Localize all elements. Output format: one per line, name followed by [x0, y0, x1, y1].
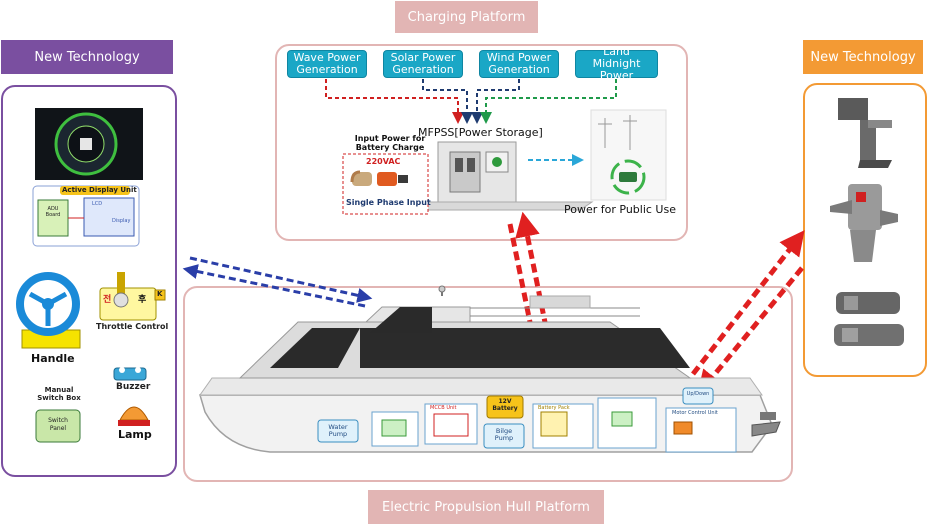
throttle-image: [99, 287, 157, 321]
switch-panel-label: Switch Panel: [48, 417, 68, 432]
bilge-pump-label: Bilge Pump: [494, 427, 514, 442]
water-pump-module: [317, 419, 359, 443]
public-use-label: Power for Public Use: [564, 203, 676, 216]
wave-feed-line: [325, 79, 464, 124]
land-midnight-power-source: Land Midnight Power: [575, 46, 658, 82]
right-panel-graphics: [830, 98, 904, 346]
input-power-title: Input Power for Battery Charge: [354, 134, 426, 152]
lcd-label: LCD: [92, 201, 103, 207]
right-new-technology-banner: New Technology: [803, 40, 923, 74]
handle-label: Handle: [31, 352, 75, 365]
right-new-technology-title: New Technology: [810, 49, 916, 65]
wind-feed-line: [471, 79, 520, 124]
charging-platform-banner: Charging Platform: [395, 1, 538, 33]
adu-board-label: ADU Board: [45, 206, 61, 218]
battery-module: [486, 395, 524, 419]
battery-label: 12V Battery: [492, 398, 518, 412]
outboard-motor-image: [838, 98, 892, 168]
hull-platform-banner: Electric Propulsion Hull Platform: [368, 490, 604, 524]
active-display-unit-label: Active Display Unit: [62, 186, 137, 194]
hull-to-right-arrow-a: [691, 230, 805, 376]
battery-pack-label: Battery Pack: [538, 405, 570, 411]
lamp-label: Lamp: [118, 428, 152, 441]
lamp-image: [119, 406, 149, 421]
throttle-label: Throttle Control: [96, 322, 169, 331]
left-to-hull-arrow-a: [189, 256, 373, 303]
hull-platform-title: Electric Propulsion Hull Platform: [382, 499, 590, 515]
handle-image: [16, 272, 80, 336]
public-use-image: [590, 109, 667, 201]
switch-panel-image: [35, 409, 81, 443]
right-to-hull-arrow-b: [697, 266, 804, 396]
mccb-label: MCCB Unit: [430, 405, 457, 411]
mfpss-label: MFPSS[Power Storage]: [418, 126, 543, 139]
motor-control-label: Motor Control Unit: [672, 410, 718, 416]
buzzer-image: [113, 367, 147, 381]
manual-switch-box-label: Manual Switch Box: [37, 386, 81, 402]
single-phase-label: Single Phase Input: [346, 198, 431, 207]
wind-power-source: Wind Power Generation: [479, 50, 559, 78]
propulsion-unit-image: [830, 184, 898, 262]
up-down-label: Up/Down: [686, 391, 710, 397]
jet-drive-image: [834, 292, 904, 346]
wave-power-source: Wave Power Generation: [287, 50, 367, 78]
left-new-technology-title: New Technology: [34, 49, 140, 65]
water-pump-label: Water Pump: [328, 423, 348, 438]
buzzer-label: Buzzer: [116, 382, 151, 392]
throttle-forward-label: 전: [103, 295, 112, 305]
land-feed-line: [480, 79, 617, 124]
bilge-pump-module: [483, 423, 525, 449]
voltage-label: 220VAC: [366, 157, 401, 166]
hull-to-left-arrow-b: [182, 264, 366, 308]
up-down-module: [682, 387, 714, 405]
charging-platform-title: Charging Platform: [407, 9, 526, 25]
left-panel-graphics: [16, 108, 166, 443]
throttle-k-label: K: [157, 290, 163, 298]
throttle-reverse-label: 후: [138, 295, 147, 305]
left-new-technology-banner: New Technology: [1, 40, 173, 74]
display-label: Display: [112, 218, 131, 224]
solar-power-source: Solar Power Generation: [383, 50, 463, 78]
